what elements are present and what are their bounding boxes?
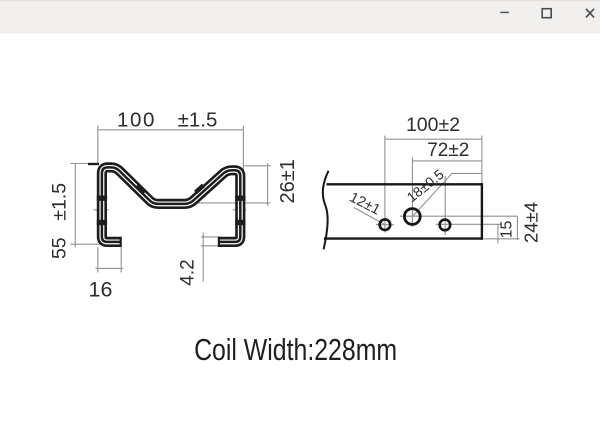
- svg-text:4.2: 4.2: [178, 259, 199, 285]
- svg-text:100±2: 100±2: [406, 114, 460, 136]
- svg-text:±1.5: ±1.5: [178, 108, 218, 131]
- svg-text:100: 100: [117, 108, 156, 131]
- svg-text:±1.5: ±1.5: [49, 183, 71, 221]
- svg-text:Coil Width:228mm: Coil Width:228mm: [194, 333, 397, 367]
- svg-text:15: 15: [499, 221, 516, 239]
- svg-text:24±4: 24±4: [521, 202, 542, 243]
- svg-text:55: 55: [49, 237, 71, 259]
- svg-text:72±2: 72±2: [427, 140, 469, 161]
- svg-text:16: 16: [89, 278, 113, 302]
- svg-text:26±1: 26±1: [277, 159, 299, 203]
